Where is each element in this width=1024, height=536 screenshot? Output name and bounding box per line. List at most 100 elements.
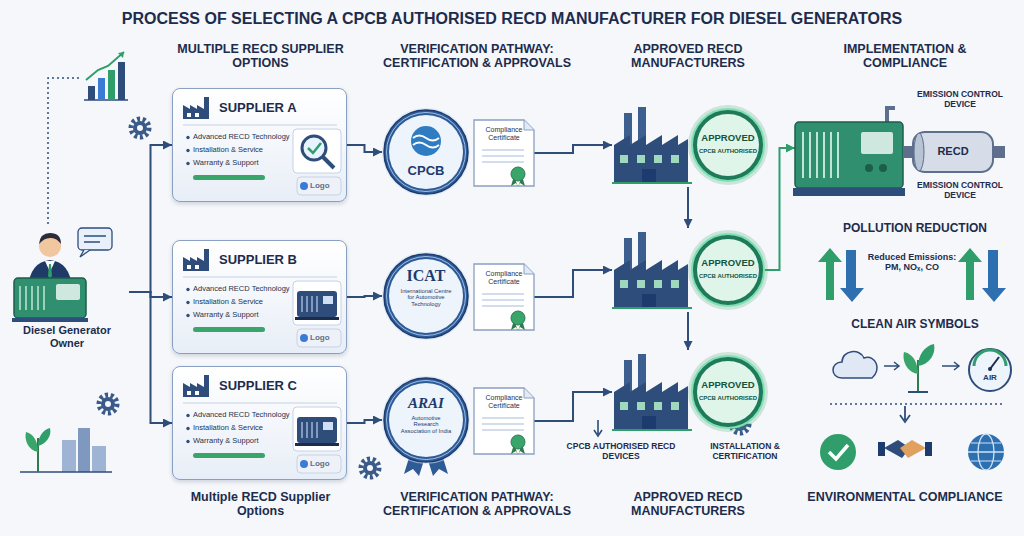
approved-manufacturer: APPROVEDCPCB AUTHORISED — [612, 228, 764, 312]
node-text: Compliance Certificate — [478, 394, 530, 409]
cert-icon — [524, 388, 534, 398]
cert-icon — [524, 120, 534, 130]
badge-icon — [387, 113, 466, 192]
bar-chart-icon — [88, 86, 95, 100]
supplier-icon — [183, 277, 337, 278]
globe-icon — [968, 434, 1004, 470]
flow-arrow — [534, 145, 612, 153]
certification-badge: ICATInternational Centre for Automotive … — [382, 252, 470, 340]
gear-icon — [137, 125, 143, 131]
supplier-icon — [323, 422, 333, 430]
node-text: ICAT — [394, 267, 458, 285]
cert-icon — [482, 149, 524, 151]
badge-icon — [384, 254, 468, 338]
column-footer: VERIFICATION PATHWAY: CERTIFICATION & AP… — [357, 490, 597, 519]
node-text: Logo — [310, 333, 340, 342]
certification-badge: CPCB — [382, 108, 470, 196]
gear-icon — [367, 465, 373, 471]
appr-icon — [614, 260, 688, 308]
recd-icon — [914, 133, 924, 171]
supplier-icon — [301, 296, 303, 312]
supplier-icon — [187, 265, 191, 269]
supplier-icon — [195, 265, 199, 269]
callout-label: EMISSION CONTROL DEVICE — [908, 181, 1012, 201]
small-arrow — [884, 362, 899, 370]
supplier-icon — [302, 136, 326, 160]
node-text: SUPPLIER C — [219, 379, 329, 394]
node-text: Installation & Service — [193, 298, 291, 307]
city-plant-icon — [78, 428, 90, 472]
diagram-title: PROCESS OF SELECTING A CPCB AUTHORISED R… — [0, 10, 1024, 28]
appr-icon — [642, 294, 656, 308]
globe-icon — [968, 451, 1004, 452]
recd-icon — [802, 132, 804, 178]
cert-icon — [482, 423, 524, 425]
node-text: Diesel Generator Owner — [8, 324, 126, 349]
supplier-icon — [297, 329, 341, 347]
supplier-icon — [183, 125, 337, 126]
handshake-icon — [878, 440, 932, 458]
cert-icon — [511, 167, 525, 181]
supplier-icon — [183, 375, 209, 397]
node-text: SUPPLIER A — [219, 101, 329, 116]
appr-icon — [697, 239, 759, 301]
appr-icon — [692, 356, 764, 428]
appr-icon — [654, 155, 662, 163]
city-plant-icon — [26, 432, 39, 452]
bar-chart-icon — [98, 78, 105, 100]
appr-icon — [614, 382, 688, 430]
appr-icon — [697, 361, 759, 423]
badge-icon — [389, 259, 463, 333]
owner-icon — [25, 286, 27, 310]
appr-icon — [612, 350, 764, 434]
handshake-icon — [878, 442, 885, 456]
appr-icon — [620, 280, 628, 288]
node-text: CPCB AUTHORISED — [696, 148, 760, 155]
recd-icon — [816, 132, 818, 178]
badge-icon — [382, 252, 470, 340]
node-text: APPROVED — [696, 258, 760, 269]
supplier-icon — [187, 113, 191, 117]
recd-icon — [879, 164, 887, 172]
node-text: CPCB — [394, 164, 458, 179]
supplier-box: SUPPLIER CAdvanced RECD TechnologyInstal… — [172, 366, 347, 480]
node-text: Automotive Research Association of India — [399, 415, 453, 434]
badge-icon — [382, 108, 470, 196]
supplier-icon — [311, 296, 313, 312]
plant-icon — [904, 344, 935, 392]
appr-icon — [614, 135, 688, 183]
pollution-arrows — [818, 248, 1006, 302]
supplier-icon — [293, 407, 341, 451]
dotted-leader — [48, 78, 80, 224]
flow-arrow — [687, 187, 689, 228]
recd-icon — [865, 164, 873, 172]
recd-icon — [887, 108, 895, 122]
supplier-icon — [297, 177, 341, 195]
plant-icon — [918, 344, 934, 366]
supplier-icon — [193, 175, 265, 180]
appr-icon — [688, 230, 768, 310]
node-text: Warranty & Support — [193, 159, 291, 168]
cert-icon — [474, 120, 534, 186]
supplier-icon — [183, 249, 209, 271]
supplier-icon — [186, 301, 189, 304]
node-text: Warranty & Support — [193, 437, 291, 446]
bar-chart-icon — [108, 70, 115, 100]
supplier-icon — [195, 113, 199, 117]
flow-arrow — [534, 392, 612, 421]
gear-icon — [133, 121, 147, 135]
recd-icon — [809, 132, 811, 178]
node-text: SUPPLIER B — [219, 253, 329, 268]
badge-icon — [382, 376, 470, 464]
cert-icon — [482, 299, 524, 301]
supplier-icon — [186, 427, 189, 430]
supplier-box: SUPPLIER AAdvanced RECD TechnologyInstal… — [172, 88, 347, 202]
recd-icon — [913, 132, 993, 172]
owner-icon — [14, 278, 86, 318]
owner-icon — [56, 284, 80, 300]
cert-icon — [524, 264, 534, 274]
cert-icon — [482, 305, 524, 307]
badge-icon — [413, 136, 439, 148]
appr-icon — [612, 182, 692, 184]
badge-icon — [384, 378, 468, 462]
